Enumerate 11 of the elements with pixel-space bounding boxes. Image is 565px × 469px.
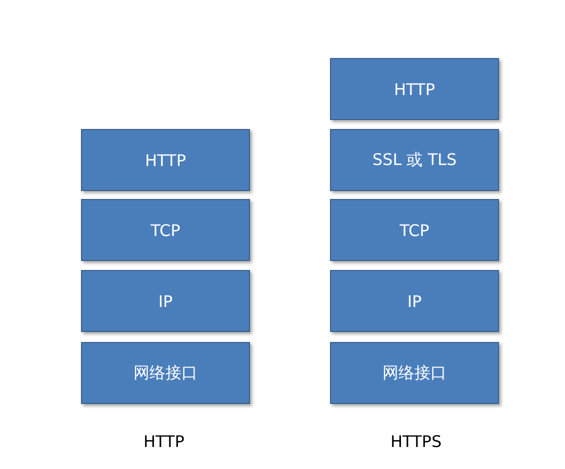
layer-box: SSL 或 TLS [330, 129, 499, 191]
layer-box: IP [330, 270, 499, 332]
layer-box: TCP [330, 199, 499, 261]
layer-box: IP [81, 270, 250, 332]
layer-box: HTTP [330, 58, 499, 120]
layer-box: 网络接口 [330, 342, 499, 404]
layer-box: HTTP [81, 129, 250, 191]
layer-box: TCP [81, 199, 250, 261]
column-label: HTTP [144, 432, 184, 450]
column-label: HTTPS [390, 432, 442, 450]
layer-box: 网络接口 [81, 342, 250, 404]
